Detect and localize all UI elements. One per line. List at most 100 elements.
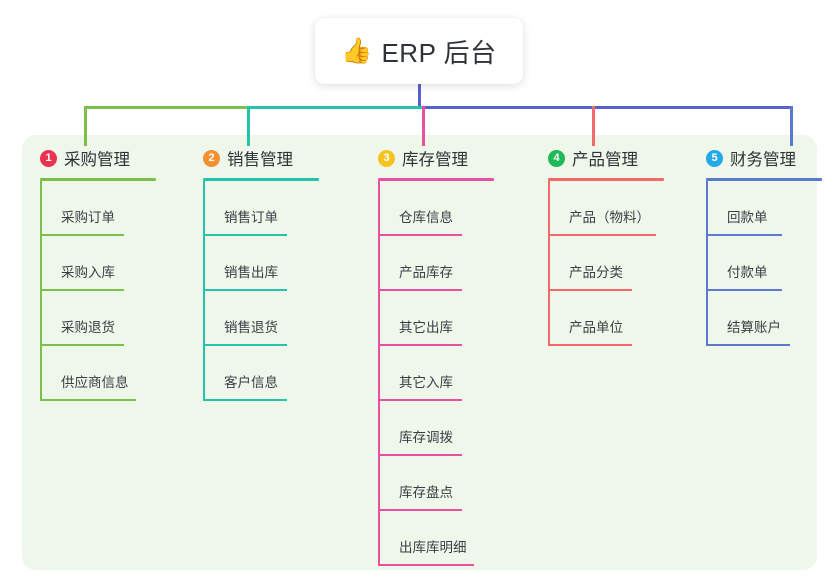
list-item[interactable]: 库存盘点 — [378, 456, 494, 511]
item-spine — [378, 181, 380, 236]
list-item[interactable]: 产品库存 — [378, 236, 494, 291]
list-item[interactable]: 供应商信息 — [40, 346, 156, 401]
list-item[interactable]: 采购入库 — [40, 236, 156, 291]
modules-panel — [22, 135, 817, 570]
module-header-label: 销售管理 — [227, 151, 293, 169]
item-spine — [378, 291, 380, 346]
list-item-rule — [40, 344, 124, 346]
list-item[interactable]: 付款单 — [706, 236, 822, 291]
drop-col4 — [592, 106, 595, 146]
list-item-rule — [378, 289, 462, 291]
list-item-label: 库存盘点 — [399, 485, 453, 500]
module-header-label: 库存管理 — [402, 151, 468, 169]
module-header-rule — [548, 178, 664, 181]
list-item-rule — [378, 234, 462, 236]
number-badge-4: 4 — [548, 149, 565, 167]
module-item-list: 回款单付款单结算账户 — [706, 181, 822, 346]
segment-col1-col2 — [84, 106, 247, 109]
list-item-rule — [548, 344, 632, 346]
list-item-label: 其它入库 — [399, 375, 453, 390]
segment-col3-col5 — [422, 106, 790, 109]
list-item[interactable]: 销售订单 — [203, 181, 319, 236]
list-item-rule — [203, 399, 287, 401]
item-spine — [203, 236, 205, 291]
number-badge-1: 1 — [40, 149, 57, 167]
list-item-label: 采购订单 — [61, 210, 115, 225]
item-spine — [378, 511, 380, 566]
list-item-label: 客户信息 — [224, 375, 278, 390]
list-item-label: 供应商信息 — [61, 375, 129, 390]
number-badge-3: 3 — [378, 149, 395, 167]
list-item-rule — [378, 399, 462, 401]
list-item[interactable]: 客户信息 — [203, 346, 319, 401]
list-item[interactable]: 其它出库 — [378, 291, 494, 346]
list-item[interactable]: 库存调拨 — [378, 401, 494, 456]
list-item[interactable]: 销售出库 — [203, 236, 319, 291]
module-header-rule — [203, 178, 319, 181]
list-item[interactable]: 产品单位 — [548, 291, 664, 346]
list-item-rule — [548, 234, 656, 236]
item-spine — [378, 236, 380, 291]
item-spine — [706, 291, 708, 346]
thumbs-up-icon: 👍 — [341, 36, 373, 65]
drop-col1 — [84, 106, 87, 146]
list-item[interactable]: 回款单 — [706, 181, 822, 236]
list-item[interactable]: 产品分类 — [548, 236, 664, 291]
item-spine — [706, 236, 708, 291]
page-title: ERP 后台 — [381, 37, 497, 68]
list-item-label: 仓库信息 — [399, 210, 453, 225]
list-item-label: 采购退货 — [61, 320, 115, 335]
item-spine — [40, 236, 42, 291]
list-item[interactable]: 产品（物料） — [548, 181, 664, 236]
module-column-2: 2 销售管理销售订单销售出库销售退货客户信息 — [203, 146, 319, 401]
module-header-label: 财务管理 — [730, 151, 796, 169]
module-header-rule — [40, 178, 156, 181]
list-item-rule — [706, 289, 782, 291]
list-item-rule — [706, 344, 790, 346]
list-item-label: 结算账户 — [727, 320, 781, 335]
item-spine — [40, 346, 42, 401]
list-item-rule — [378, 564, 474, 566]
list-item-rule — [203, 289, 287, 291]
list-item-rule — [378, 509, 462, 511]
list-item[interactable]: 其它入库 — [378, 346, 494, 401]
item-spine — [203, 181, 205, 236]
list-item-rule — [40, 289, 124, 291]
item-spine — [203, 346, 205, 401]
module-item-list: 采购订单采购入库采购退货供应商信息 — [40, 181, 156, 401]
list-item-rule — [203, 234, 287, 236]
list-item-label: 其它出库 — [399, 320, 453, 335]
root-stem-connector — [418, 82, 421, 108]
drop-col3 — [422, 106, 425, 146]
root-node[interactable]: 👍 ERP 后台 — [315, 18, 523, 84]
item-spine — [706, 181, 708, 236]
list-item[interactable]: 出库库明细 — [378, 511, 494, 566]
module-header-2[interactable]: 2 销售管理 — [203, 146, 319, 170]
list-item-rule — [40, 399, 136, 401]
list-item-label: 付款单 — [727, 265, 768, 280]
item-spine — [40, 291, 42, 346]
list-item-label: 销售退货 — [224, 320, 278, 335]
list-item[interactable]: 采购退货 — [40, 291, 156, 346]
list-item[interactable]: 仓库信息 — [378, 181, 494, 236]
item-spine — [548, 181, 550, 236]
module-header-rule — [706, 178, 822, 181]
drop-col5 — [790, 106, 793, 146]
list-item[interactable]: 采购订单 — [40, 181, 156, 236]
list-item[interactable]: 销售退货 — [203, 291, 319, 346]
module-header-3[interactable]: 3 库存管理 — [378, 146, 494, 170]
item-spine — [378, 456, 380, 511]
number-badge-2: 2 — [203, 149, 220, 167]
list-item-label: 回款单 — [727, 210, 768, 225]
list-item-label: 产品单位 — [569, 320, 623, 335]
list-item[interactable]: 结算账户 — [706, 291, 822, 346]
list-item-label: 销售出库 — [224, 265, 278, 280]
module-column-3: 3 库存管理仓库信息产品库存其它出库其它入库库存调拨库存盘点出库库明细 — [378, 146, 494, 566]
item-spine — [378, 401, 380, 456]
module-item-list: 销售订单销售出库销售退货客户信息 — [203, 181, 319, 401]
